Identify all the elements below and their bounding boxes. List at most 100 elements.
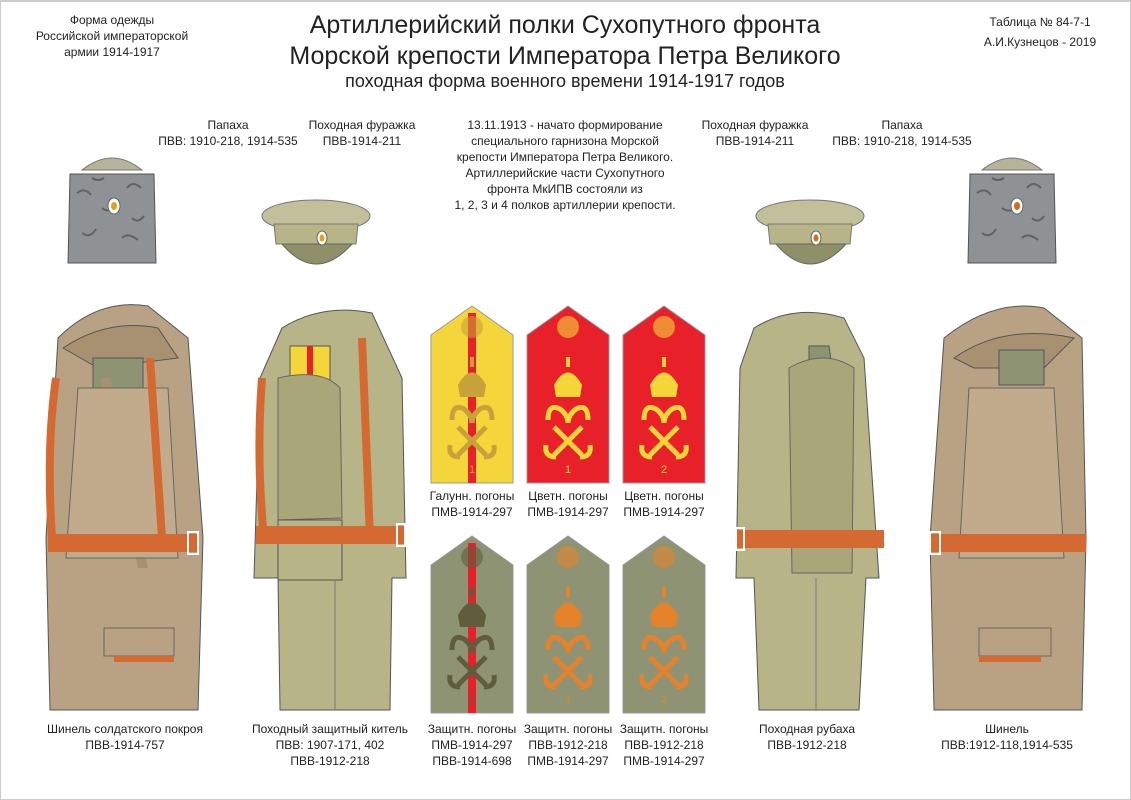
regiment-number: 2	[661, 464, 667, 476]
crown-icon	[458, 587, 486, 627]
caption-papakha-left: Папаха ПВВ: 1910-218, 1914-535	[158, 117, 297, 149]
header-left: Форма одежды Российской императорской ар…	[36, 12, 188, 60]
papakha-fur	[967, 173, 1057, 264]
field-cap-left	[261, 199, 371, 265]
caption-line: ПВВ-1914-211	[322, 134, 402, 148]
button-eagle-icon	[557, 546, 579, 568]
crown-icon	[650, 587, 678, 627]
caption-line: Папаха	[881, 118, 923, 132]
papakha-right	[967, 157, 1057, 264]
regiment-number: 2	[469, 694, 475, 706]
papakha-fur	[67, 173, 157, 264]
field-shirt	[735, 311, 884, 711]
regiment-number: 2	[661, 694, 667, 706]
belt-buckle	[396, 523, 406, 547]
belt	[256, 526, 406, 544]
cipher-monogram-icon	[447, 634, 497, 690]
title-line: Морской крепости Императора Петра Велико…	[289, 42, 841, 70]
belt	[930, 534, 1086, 552]
strap	[45, 377, 60, 539]
caption-line: Походный защитный китель	[251, 722, 409, 736]
caption-line: Шинель	[985, 722, 1029, 736]
header-left-line: армии 1914-1917	[64, 45, 160, 59]
belt-buckle	[187, 531, 199, 555]
shoulder-board-top-2: 1	[526, 305, 610, 484]
caption-line: Папаха	[207, 118, 249, 132]
belt	[48, 534, 198, 552]
button-eagle-icon	[461, 546, 483, 568]
caption-line: Походная фуражка	[308, 118, 416, 132]
cipher-monogram-icon	[543, 634, 593, 690]
page-subtitle: походная форма военного времени 1914-191…	[345, 71, 785, 91]
button-eagle-icon	[461, 316, 483, 338]
note-line: фронта МкИПВ состояли из	[487, 182, 643, 196]
shoulder-board-bottom-1: 2	[430, 535, 514, 714]
caption-line: ПМВ-1914-297	[431, 738, 513, 752]
greatcoat-right	[929, 305, 1087, 711]
caption-line: ПМВ-1914-297	[623, 505, 705, 519]
shoulder-board-bottom-3: 2	[622, 535, 706, 714]
caption-line: ПВВ: 1910-218, 1914-535	[158, 134, 298, 148]
caption-line: ПВВ-1912-218	[767, 738, 847, 752]
shoulder-board-bottom-2: 1	[526, 535, 610, 714]
caption-line: ПМВ-1914-297	[431, 505, 513, 519]
caption-line: ПМВ-1914-297	[623, 754, 705, 768]
caption-line: ПВВ-1912-218	[528, 738, 608, 752]
note-line: Артиллерийские части Сухопутного	[465, 166, 665, 180]
cipher-monogram-icon	[447, 404, 497, 460]
button-eagle-icon	[557, 316, 579, 338]
historical-note: 13.11.1913 - начато формирование специал…	[454, 117, 675, 213]
caption-greatcoat-left: Шинель солдатского покроя ПВВ-1914-757	[47, 721, 203, 753]
shoulder-board-top-3: 2	[622, 305, 706, 484]
cipher-monogram-icon	[639, 634, 689, 690]
title-line: Артиллерийский полки Сухопутного фронта	[309, 11, 821, 39]
header-right: Таблица № 84-7-1 А.И.Кузнецов - 2019	[984, 12, 1096, 52]
table-number: Таблица № 84-7-1	[989, 15, 1091, 29]
button-eagle-icon	[653, 316, 675, 338]
papakha-top	[980, 157, 1044, 171]
caption-line: Защитн. погоны	[619, 722, 709, 736]
caption-line: ПВВ:1912-118,1914-535	[941, 738, 1073, 752]
caption-cap-left: Походная фуражка ПВВ-1914-211	[309, 117, 416, 149]
caption-line: ПВВ: 1907-171, 402	[275, 738, 385, 752]
collar-patch	[998, 349, 1045, 386]
caption-line: ПВВ: 1910-218, 1914-535	[832, 134, 972, 148]
note-line: 13.11.1913 - начато формирование	[467, 118, 663, 132]
regiment-number: 1	[565, 694, 571, 706]
caption-line: Цветн. погоны	[624, 489, 704, 503]
caption-line: Защитн. погоны	[427, 722, 517, 736]
crown-icon	[650, 357, 678, 397]
caption-cap-right: Походная фуражка ПВВ-1914-211	[702, 117, 809, 149]
button-eagle-icon	[653, 546, 675, 568]
caption-line: ПВВ-1914-698	[432, 754, 512, 768]
caption-field-shirt: Походная рубаха ПВВ-1912-218	[759, 721, 855, 753]
caption-papakha-right: Папаха ПВВ: 1910-218, 1914-535	[832, 117, 971, 149]
caption-line: ПВВ-1912-218	[624, 738, 704, 752]
page-title: Артиллерийский полки Сухопутного фронта …	[289, 10, 840, 72]
crown-icon	[458, 357, 486, 397]
cipher-monogram-icon	[543, 404, 593, 460]
caption-line: Галунн. погоны	[429, 489, 515, 503]
strap	[358, 337, 374, 539]
cipher-monogram-icon	[639, 404, 689, 460]
belt-buckle	[735, 527, 745, 551]
caption-line: Шинель солдатского покроя	[47, 722, 203, 736]
field-cap-right	[755, 199, 865, 265]
caption-line: ПВВ-1914-757	[85, 738, 165, 752]
caption-field-tunic: Походный защитный китель ПВВ: 1907-171, …	[252, 721, 408, 769]
caption-greatcoat-right: Шинель ПВВ:1912-118,1914-535	[941, 721, 1073, 753]
header-left-line: Российской императорской	[35, 29, 189, 43]
caption-line: ПМВ-1914-297	[527, 754, 609, 768]
header-left-line: Форма одежды	[69, 13, 155, 27]
strap	[255, 377, 268, 539]
strap	[146, 357, 166, 539]
caption-line: ПВВ-1914-211	[715, 134, 795, 148]
crown-icon	[554, 357, 582, 397]
caption-line: ПВВ-1912-218	[290, 754, 370, 768]
regiment-number: 1	[469, 464, 475, 476]
author: А.И.Кузнецов - 2019	[983, 35, 1097, 49]
note-line: 1, 2, 3 и 4 полков артиллерии крепости.	[454, 198, 676, 212]
